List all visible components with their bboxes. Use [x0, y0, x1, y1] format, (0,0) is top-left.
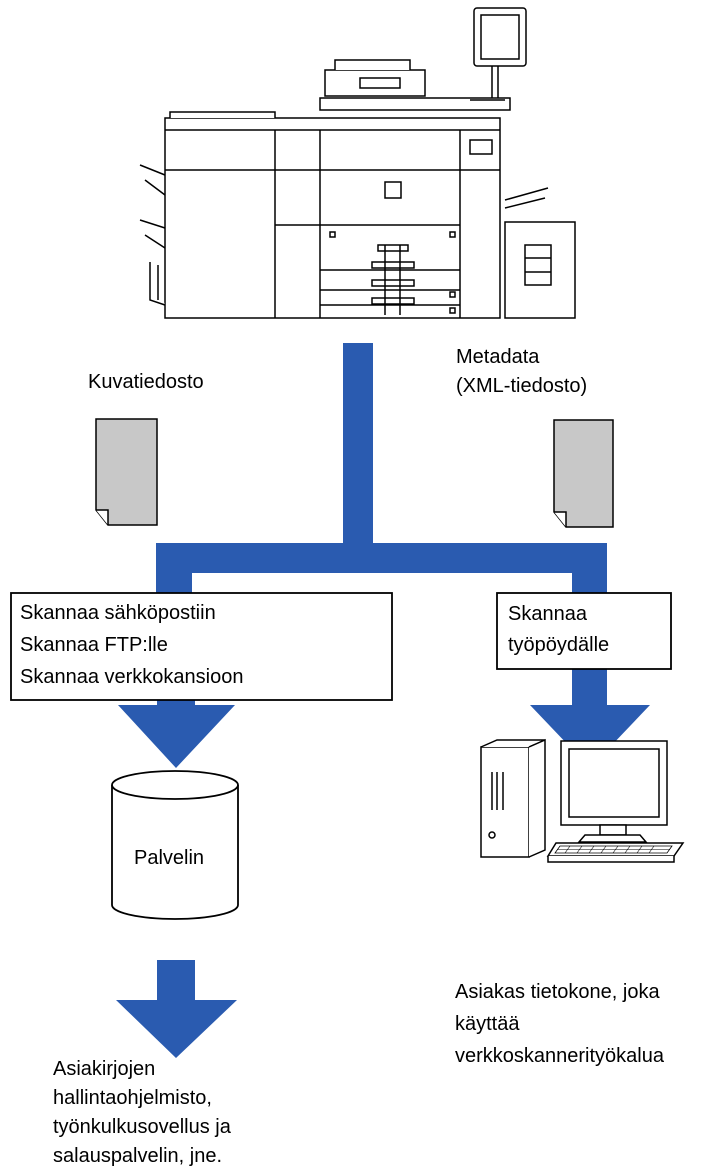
server-label: Palvelin: [134, 847, 205, 869]
image-file-document-icon: [95, 418, 158, 526]
scan-to-network-folder-label: Skannaa verkkokansioon: [20, 666, 244, 688]
scan-to-ftp-label: Skannaa FTP:lle: [20, 634, 168, 656]
client-computer-icon: [480, 738, 685, 863]
client-computer-caption: Asiakas tietokone, joka käyttää verkkosk…: [455, 976, 664, 1072]
image-file-corner-icon: [96, 509, 109, 525]
client-caption-line3: verkkoskannerityökalua: [455, 1045, 664, 1067]
software-caption: Asiakirjojen hallintaohjelmisto, työnkul…: [53, 1055, 231, 1171]
arrow-to-software: [116, 960, 237, 1058]
image-file-label: Kuvatiedosto: [88, 371, 204, 393]
scan-to-email-label: Skannaa sähköpostiin: [20, 602, 216, 624]
metadata-label: Metadata (XML-tiedosto): [456, 343, 587, 401]
arrow-to-pc: [530, 668, 650, 768]
software-caption-line3: työnkulkusovellus ja: [53, 1116, 231, 1138]
scan-to-desktop-line2: työpöydälle: [508, 634, 610, 656]
software-caption-line1: Asiakirjojen: [53, 1058, 156, 1080]
scan-to-desktop-box: [496, 592, 672, 670]
client-caption-line1: Asiakas tietokone, joka: [455, 981, 660, 1003]
scan-to-desktop-line1: Skannaa: [508, 603, 587, 625]
scan-destinations-list: Skannaa sähköpostiin Skannaa FTP:lle Ska…: [20, 597, 243, 693]
printer-icon: [139, 7, 576, 319]
arrow-to-server: [118, 645, 235, 768]
scan-destinations-box: [10, 592, 393, 701]
software-caption-line2: hallintaohjelmisto,: [53, 1087, 212, 1109]
metadata-document-icon: [553, 419, 614, 528]
flow-connector: [156, 343, 607, 593]
software-caption-line4: salauspalvelin, jne.: [53, 1145, 222, 1167]
metadata-label-line2: (XML-tiedosto): [456, 375, 588, 397]
client-caption-line2: käyttää: [455, 1013, 520, 1035]
server-cylinder-icon: [111, 770, 239, 920]
metadata-label-line1: Metadata: [456, 346, 540, 368]
scan-to-desktop-label: Skannaa työpöydälle: [508, 599, 609, 661]
metadata-corner-icon: [554, 511, 567, 527]
